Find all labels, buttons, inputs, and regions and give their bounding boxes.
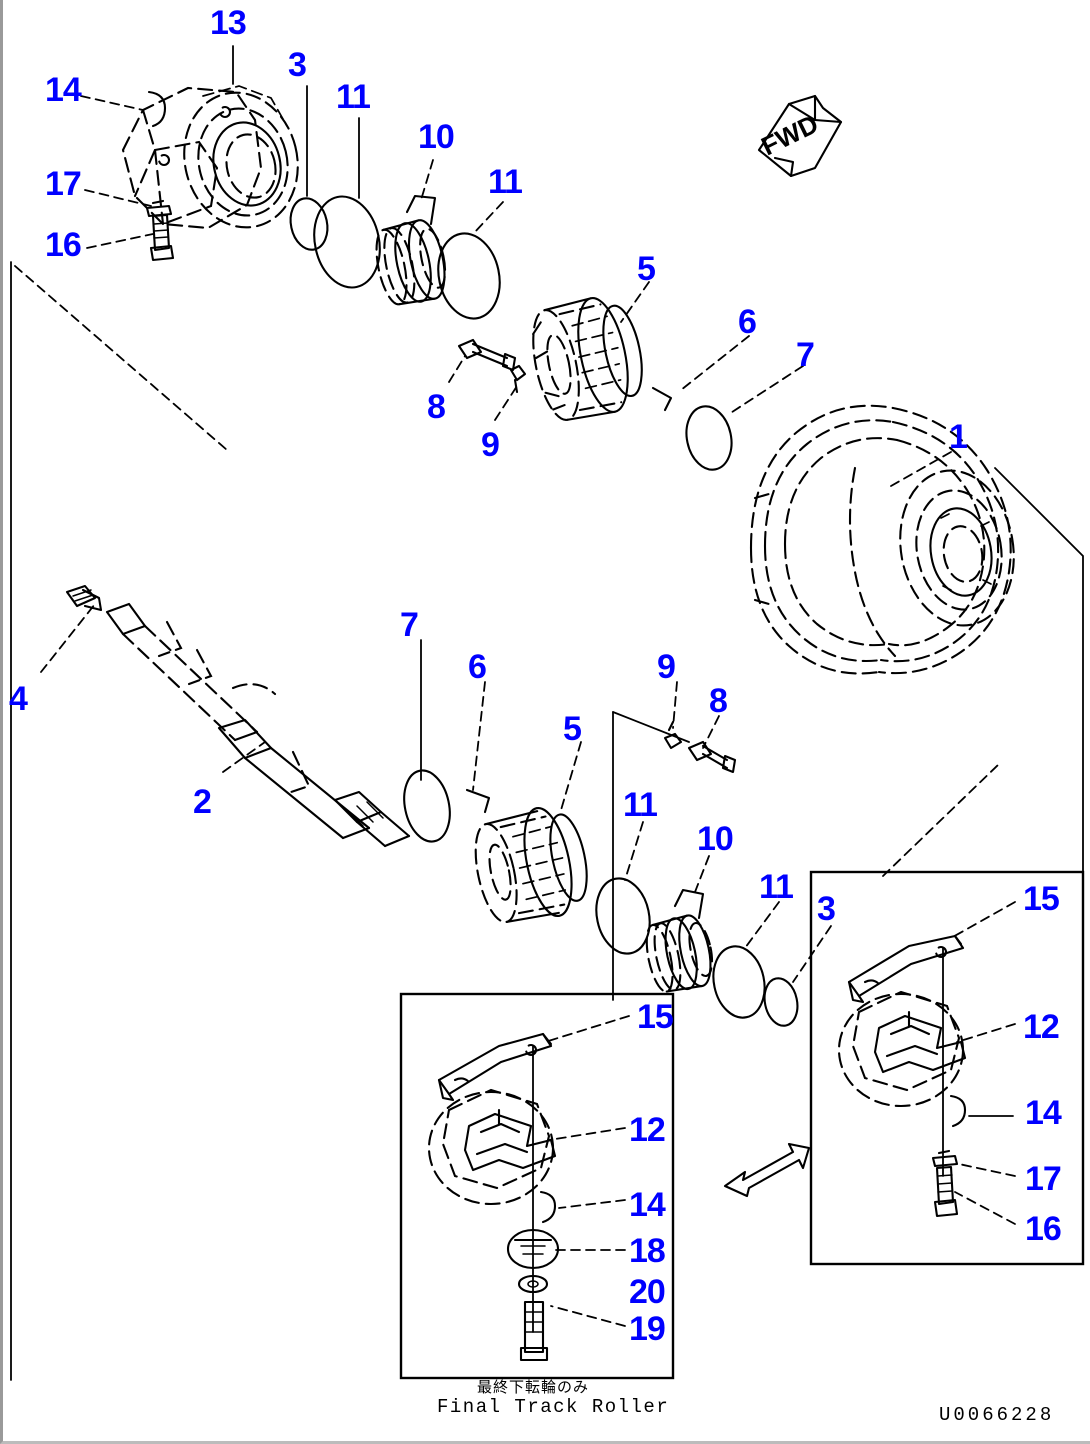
callout-7-lower-oring: 7 [400, 606, 419, 644]
callout-5-lower-bushing: 5 [563, 710, 582, 748]
svg-text:FWD: FWD [756, 108, 822, 161]
upper-bracket-assembly [121, 85, 299, 262]
frame-lines [10, 261, 1084, 1381]
callout-9-lower-plug: 9 [657, 648, 676, 686]
lower-bushing-assembly [465, 711, 737, 1001]
callout-7-upper-oring: 7 [796, 336, 815, 374]
exploded-parts-drawing: .s { fill:none; stroke:#000; stroke-widt… [10, 45, 1085, 1381]
caption-japanese: 最終下転輪のみ [477, 1378, 590, 1396]
callout-6-upper-pin: 6 [738, 303, 757, 341]
right-detail-box [809, 870, 1085, 1266]
roller-body [749, 404, 1015, 675]
left-detail-box [399, 992, 675, 1380]
callout-15-right-guard: 15 [1023, 880, 1060, 918]
callout-11-upper-seal-a: 11 [336, 78, 371, 116]
callout-8-upper-bolt: 8 [427, 388, 446, 426]
callout-6-lower-pin: 6 [468, 648, 487, 686]
leader-lines [40, 45, 1016, 1327]
callout-14-left-pin: 14 [629, 1186, 666, 1224]
callout-12-left-bracket: 12 [629, 1111, 666, 1149]
callout-14-right-pin: 14 [1025, 1094, 1062, 1132]
callout-3-lower-oring: 3 [817, 890, 836, 928]
direction-arrow [723, 1142, 811, 1198]
callout-14-upper-pin: 14 [45, 71, 82, 109]
shaft-assembly [65, 584, 451, 848]
callout-11-lower-seal-b: 11 [759, 868, 794, 906]
callout-10-lower-floating-seal: 10 [697, 820, 734, 858]
callout-3-upper-oring: 3 [288, 46, 307, 84]
callout-19-bolt: 19 [629, 1310, 666, 1348]
callout-16-upper-bolt: 16 [45, 226, 82, 264]
callout-16-right-bolt: 16 [1025, 1210, 1062, 1248]
callout-13-upper-bracket: 13 [210, 4, 247, 42]
drawing-number: U0066228 [939, 1404, 1055, 1426]
callout-11-lower-seal-a: 11 [623, 786, 658, 824]
callout-11-upper-seal-b: 11 [488, 163, 523, 201]
callout-18-nut: 18 [629, 1232, 666, 1270]
callout-8-lower-bolt: 8 [709, 682, 728, 720]
lower-seal-group [595, 877, 799, 1027]
callout-12-right-bracket: 12 [1023, 1008, 1060, 1046]
callout-1-roller-body: 1 [949, 418, 968, 456]
callout-17-right-washer: 17 [1025, 1160, 1062, 1198]
upper-bushing-assembly [457, 297, 733, 471]
caption-english: Final Track Roller [437, 1396, 670, 1418]
callout-17-upper-washer: 17 [45, 165, 82, 203]
callout-2-shaft: 2 [193, 783, 212, 821]
callout-4-plug: 4 [9, 680, 28, 718]
callout-20-washer: 20 [629, 1273, 666, 1311]
upper-seal-group [289, 194, 501, 320]
callout-9-upper-plug: 9 [481, 426, 500, 464]
callout-15-left-guard: 15 [637, 998, 674, 1036]
fwd-direction-marker: FWD [756, 94, 843, 178]
callout-10-upper-floating-seal: 10 [418, 118, 455, 156]
callout-5-upper-bushing: 5 [637, 250, 656, 288]
